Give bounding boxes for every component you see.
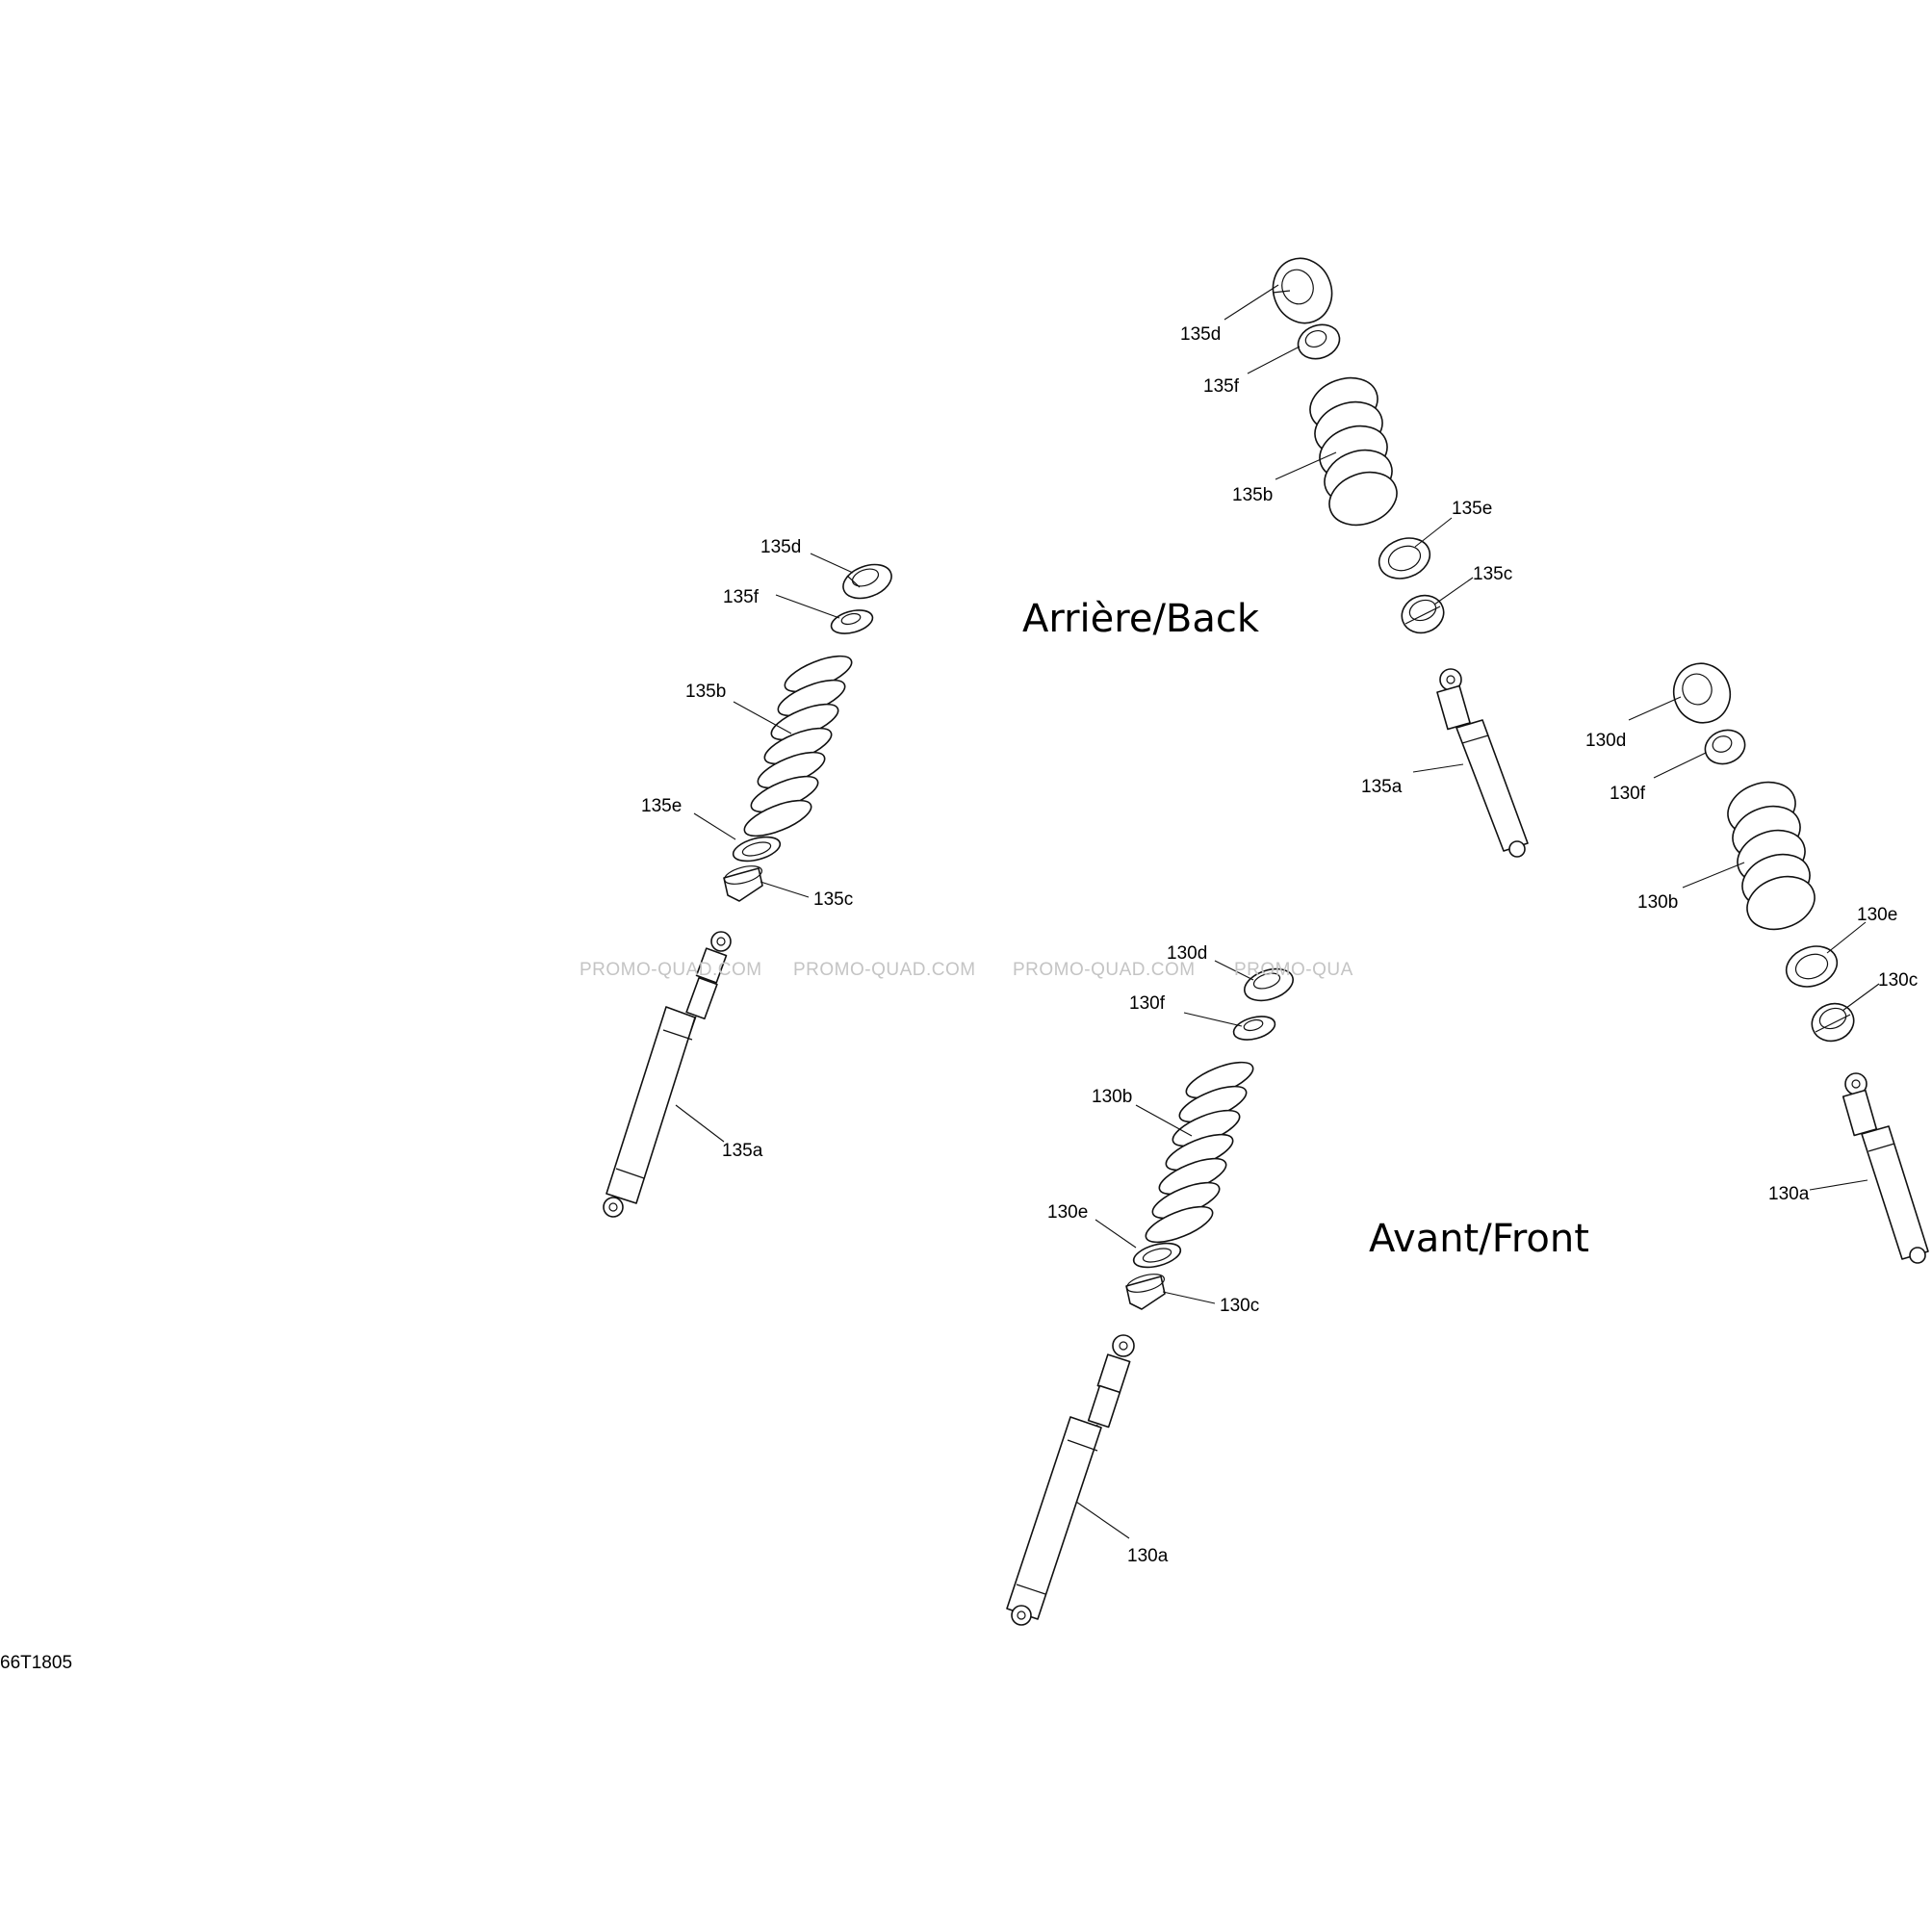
part-135a-shock-absorber bbox=[1436, 668, 1529, 858]
assembly-135-left bbox=[603, 563, 892, 1218]
callout-label: 130f bbox=[1129, 993, 1166, 1014]
leader-lines bbox=[675, 284, 1880, 1539]
part-130c-adjuster-ring bbox=[1125, 1274, 1166, 1310]
part-135b-coil-spring bbox=[743, 655, 853, 837]
callout-label: 135b bbox=[1232, 485, 1273, 505]
drawing-reference-number: 66T1805 bbox=[0, 1653, 72, 1673]
callout-label: 130d bbox=[1585, 731, 1626, 751]
callout-label: 130f bbox=[1610, 784, 1646, 804]
part-130d-seat-cap bbox=[1244, 967, 1294, 1002]
callout-label: 130c bbox=[1878, 970, 1918, 991]
watermark-segment: PROMO-QUA bbox=[1234, 960, 1353, 980]
callout-label: 130a bbox=[1127, 1546, 1169, 1566]
callout-labels: 135d 135f 135b 135e 135c 135a 135d 135f … bbox=[641, 324, 1918, 1566]
part-135e-washer bbox=[1378, 537, 1431, 580]
callout-label: 135c bbox=[813, 889, 853, 910]
assembly-130-right bbox=[1672, 662, 1929, 1264]
part-130d-seat-cap bbox=[1672, 662, 1732, 724]
part-135f-clip bbox=[1297, 323, 1341, 360]
part-135b-coil-spring bbox=[1309, 376, 1398, 527]
part-130f-clip bbox=[1704, 729, 1746, 765]
part-135c-adjuster-ring bbox=[1401, 594, 1445, 634]
callout-label: 130a bbox=[1768, 1184, 1810, 1204]
part-135d-seat-cap bbox=[1272, 257, 1333, 324]
watermark: PROMO-QUAD.COM PROMO-QUAD.COM PROMO-QUAD… bbox=[580, 960, 1353, 980]
section-label-rear: Arrière/Back bbox=[1022, 597, 1260, 641]
part-130a-shock-absorber bbox=[1842, 1072, 1929, 1264]
part-130a-shock-absorber bbox=[1006, 1334, 1135, 1626]
part-130c-adjuster-ring bbox=[1811, 1002, 1855, 1043]
part-135f-clip bbox=[830, 609, 874, 634]
callout-label: 135c bbox=[1473, 564, 1512, 584]
callout-label: 135a bbox=[1361, 777, 1403, 797]
assembly-135-right bbox=[1272, 257, 1529, 858]
part-135d-seat-cap bbox=[842, 563, 892, 600]
watermark-segment: PROMO-QUAD.COM bbox=[580, 960, 762, 980]
part-135a-shock-absorber bbox=[603, 931, 732, 1218]
assembly-130-left bbox=[1006, 967, 1294, 1626]
part-135e-washer bbox=[732, 836, 782, 863]
callout-label: 135f bbox=[723, 587, 760, 607]
watermark-segment: PROMO-QUAD.COM bbox=[1013, 960, 1196, 980]
part-130e-washer bbox=[1785, 945, 1839, 988]
callout-label: 135e bbox=[1452, 499, 1492, 519]
callout-label: 130d bbox=[1167, 943, 1207, 964]
part-130b-coil-spring bbox=[1727, 781, 1816, 931]
part-130e-washer bbox=[1132, 1242, 1182, 1269]
callout-label: 135d bbox=[1180, 324, 1221, 345]
callout-label: 135d bbox=[760, 537, 801, 557]
watermark-segment: PROMO-QUAD.COM bbox=[793, 960, 976, 980]
section-label-front: Avant/Front bbox=[1369, 1217, 1589, 1261]
callout-label: 130b bbox=[1637, 892, 1678, 913]
part-135c-adjuster-ring bbox=[723, 865, 763, 902]
part-130b-coil-spring bbox=[1145, 1061, 1254, 1244]
callout-label: 135a bbox=[722, 1141, 763, 1161]
callout-label: 135b bbox=[685, 682, 726, 702]
callout-label: 130e bbox=[1047, 1202, 1088, 1223]
callout-label: 130b bbox=[1092, 1087, 1132, 1107]
callout-label: 135f bbox=[1203, 376, 1240, 397]
callout-label: 130e bbox=[1857, 905, 1897, 925]
part-130f-clip bbox=[1232, 1016, 1276, 1041]
callout-label: 135e bbox=[641, 796, 682, 816]
callout-label: 130c bbox=[1220, 1296, 1259, 1316]
